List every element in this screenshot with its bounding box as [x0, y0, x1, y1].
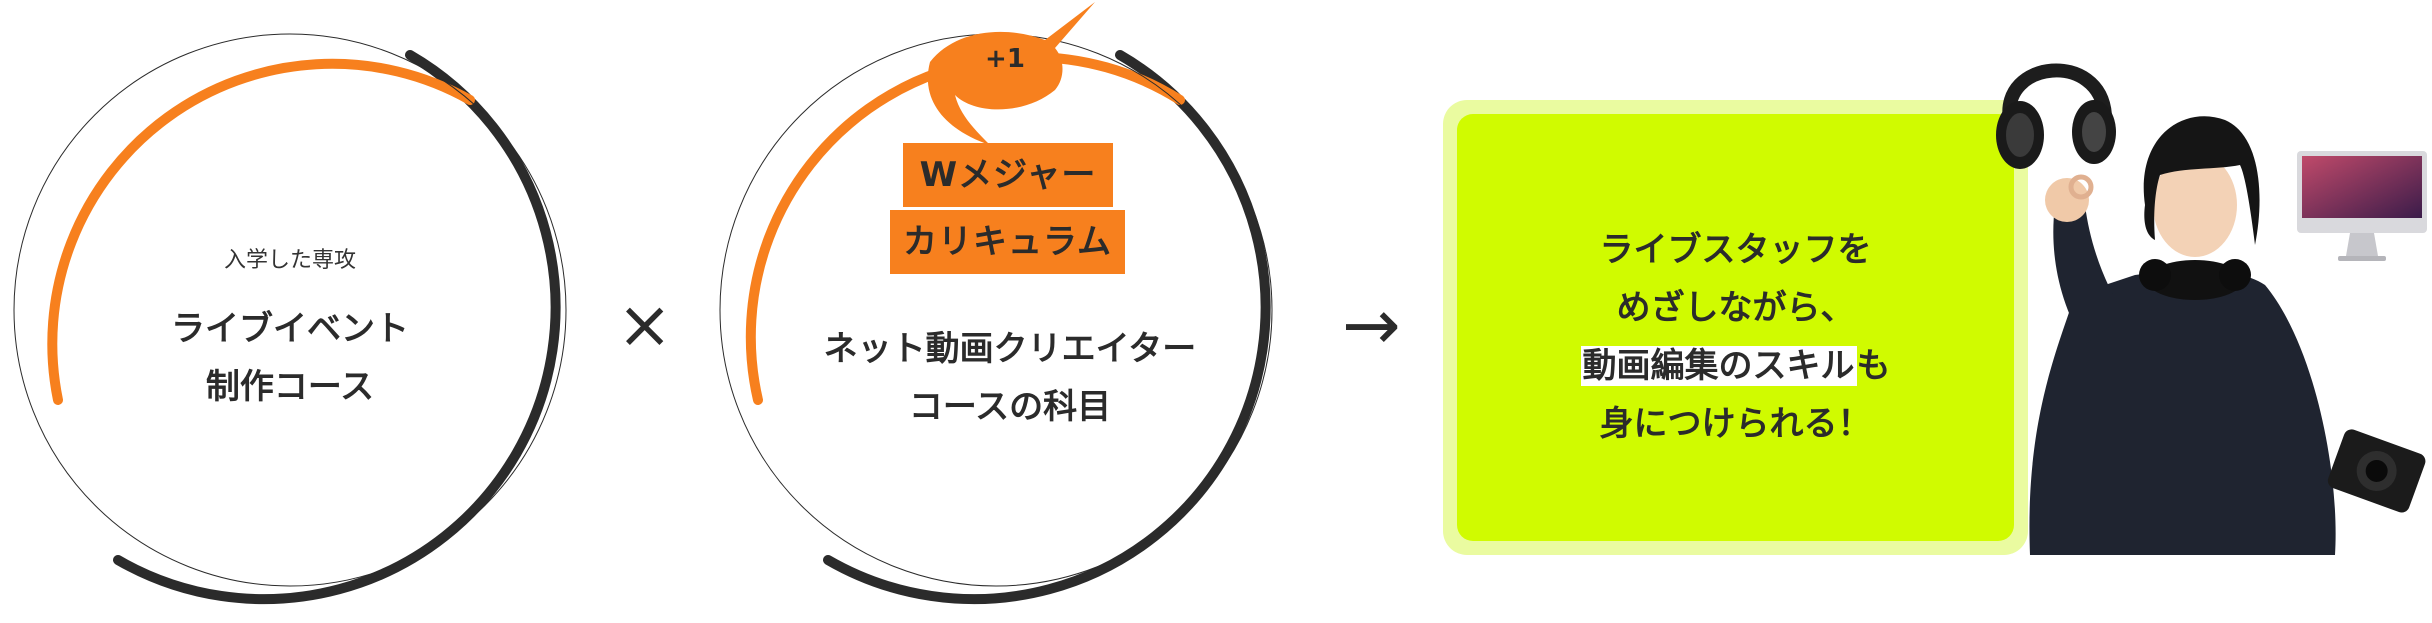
left-circle-line2: 制作コース — [205, 367, 375, 407]
middle-circle-line1: ネット動画クリエイター — [823, 329, 1197, 369]
left-circle-content: 入学した専攻 ライブイベント 制作コース — [90, 242, 490, 416]
result-line1: ライブスタッフを — [1599, 230, 1872, 270]
person-figure — [2029, 116, 2336, 555]
result-line3-rest: も — [1856, 346, 1891, 386]
result-line3: 動画編集のスキルも — [1457, 338, 2014, 387]
curriculum-badge: カリキュラム — [890, 210, 1125, 274]
left-circle-caption: 入学した専攻 — [223, 248, 356, 273]
camera-icon — [2327, 429, 2426, 513]
left-circle-line1: ライブイベント — [171, 309, 409, 349]
result-line4: 身につけられる！ — [1599, 404, 1872, 444]
result-line3-highlight: 動画編集のスキル — [1580, 346, 1857, 386]
result-box-inner: ライブスタッフを めざしながら、 動画編集のスキルも 身につけられる！ — [1457, 114, 2014, 541]
middle-circle-content: ネット動画クリエイター コースの科目 — [790, 320, 1230, 436]
plus-one-bubble — [927, 2, 1095, 145]
result-line2: めざしながら、 — [1616, 288, 1855, 328]
arrow-symbol: → — [1342, 284, 1401, 366]
double-major-badge: Wメジャー — [903, 143, 1113, 207]
result-box: ライブスタッフを めざしながら、 動画編集のスキルも 身につけられる！ — [1443, 100, 2028, 555]
middle-circle-line2: コースの科目 — [908, 387, 1112, 427]
times-symbol: × — [617, 286, 673, 363]
left-circle — [13, 33, 567, 605]
computer-monitor-icon — [2297, 151, 2427, 261]
plus-one-label: +1 — [985, 44, 1025, 74]
headphones-icon — [1996, 63, 2116, 169]
